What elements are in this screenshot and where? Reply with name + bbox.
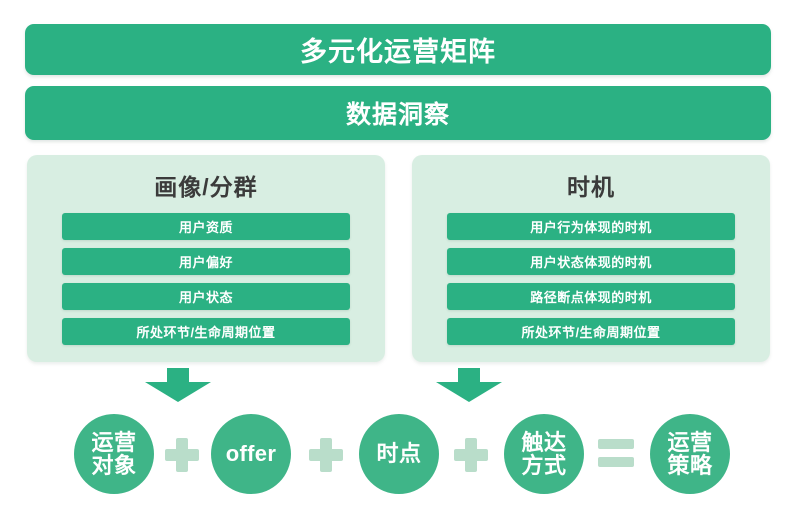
panel-profile-segmentation: 画像/分群 用户资质 用户偏好 用户状态 所处环节/生命周期位置 bbox=[27, 155, 385, 362]
formula-term-line: 运营 bbox=[91, 429, 137, 455]
panel-title-timing: 时机 bbox=[567, 174, 615, 200]
formula-term-offer: offer bbox=[211, 414, 291, 494]
diagram-subtitle: 数据洞察 bbox=[25, 86, 771, 140]
plus-icon bbox=[165, 438, 199, 472]
panel-item: 用户资质 bbox=[62, 213, 350, 240]
plus-icon bbox=[454, 438, 488, 472]
diagram-main-title: 多元化运营矩阵 bbox=[25, 24, 771, 75]
down-arrow-icon bbox=[145, 368, 211, 402]
formula-term-time-point: 时点 bbox=[359, 414, 439, 494]
panel-title-profile-segmentation: 画像/分群 bbox=[154, 174, 258, 200]
equals-icon bbox=[598, 438, 634, 468]
panel-item: 所处环节/生命周期位置 bbox=[447, 318, 735, 345]
panel-item-list-right: 用户行为体现的时机 用户状态体现的时机 路径断点体现的时机 所处环节/生命周期位… bbox=[447, 213, 735, 345]
panel-item: 用户偏好 bbox=[62, 248, 350, 275]
panel-item: 路径断点体现的时机 bbox=[447, 283, 735, 310]
formula-row: 运营 对象 offer 时点 触达 方式 运营 策略 bbox=[0, 408, 797, 500]
formula-term-line: 时点 bbox=[376, 441, 422, 467]
panel-item: 用户状态体现的时机 bbox=[447, 248, 735, 275]
formula-term-line: 方式 bbox=[521, 453, 567, 478]
panel-item: 用户行为体现的时机 bbox=[447, 213, 735, 240]
formula-term-line: 运营 bbox=[667, 429, 713, 455]
panel-item-list-left: 用户资质 用户偏好 用户状态 所处环节/生命周期位置 bbox=[62, 213, 350, 345]
down-arrow-icon bbox=[436, 368, 502, 402]
formula-term-reach-method: 触达 方式 bbox=[504, 414, 584, 494]
panel-item: 所处环节/生命周期位置 bbox=[62, 318, 350, 345]
formula-term-operating-target: 运营 对象 bbox=[74, 414, 154, 494]
plus-icon bbox=[309, 438, 343, 472]
formula-term-line: 对象 bbox=[91, 453, 137, 478]
panel-timing: 时机 用户行为体现的时机 用户状态体现的时机 路径断点体现的时机 所处环节/生命… bbox=[412, 155, 770, 362]
formula-term-line: offer bbox=[225, 441, 277, 467]
formula-term-line: 触达 bbox=[521, 429, 567, 455]
formula-term-line: 策略 bbox=[667, 453, 713, 478]
panel-item: 用户状态 bbox=[62, 283, 350, 310]
formula-term-operating-strategy: 运营 策略 bbox=[650, 414, 730, 494]
